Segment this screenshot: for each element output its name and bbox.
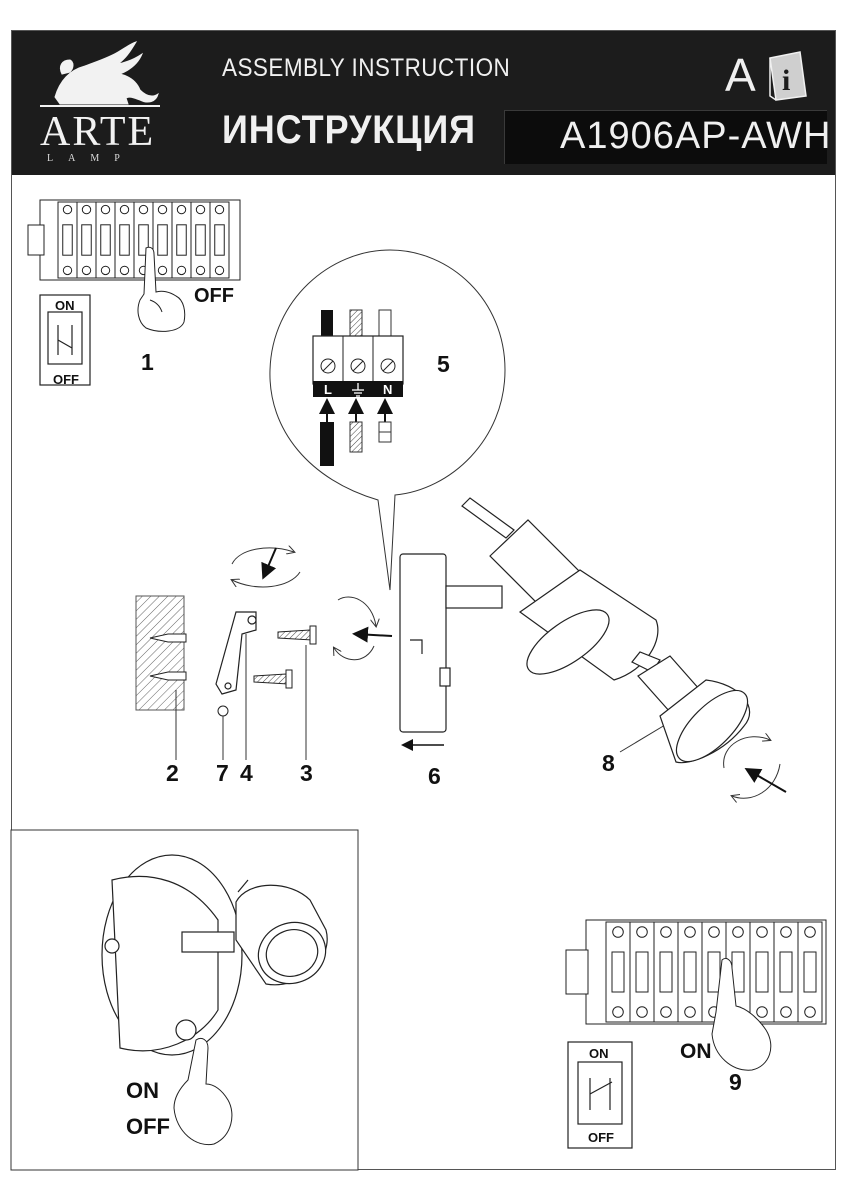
language-mark: A [725, 49, 756, 101]
title-russian: ИНСТРУКЦИЯ [222, 108, 476, 152]
brand-subtitle: LAMP [47, 153, 135, 164]
model-number: A1906AP-AWH [560, 115, 832, 157]
title-english: ASSEMBLY INSTRUCTION [222, 54, 511, 82]
model-box [504, 110, 827, 164]
brand-name: ARTE [40, 109, 156, 155]
page-frame [11, 30, 836, 1170]
